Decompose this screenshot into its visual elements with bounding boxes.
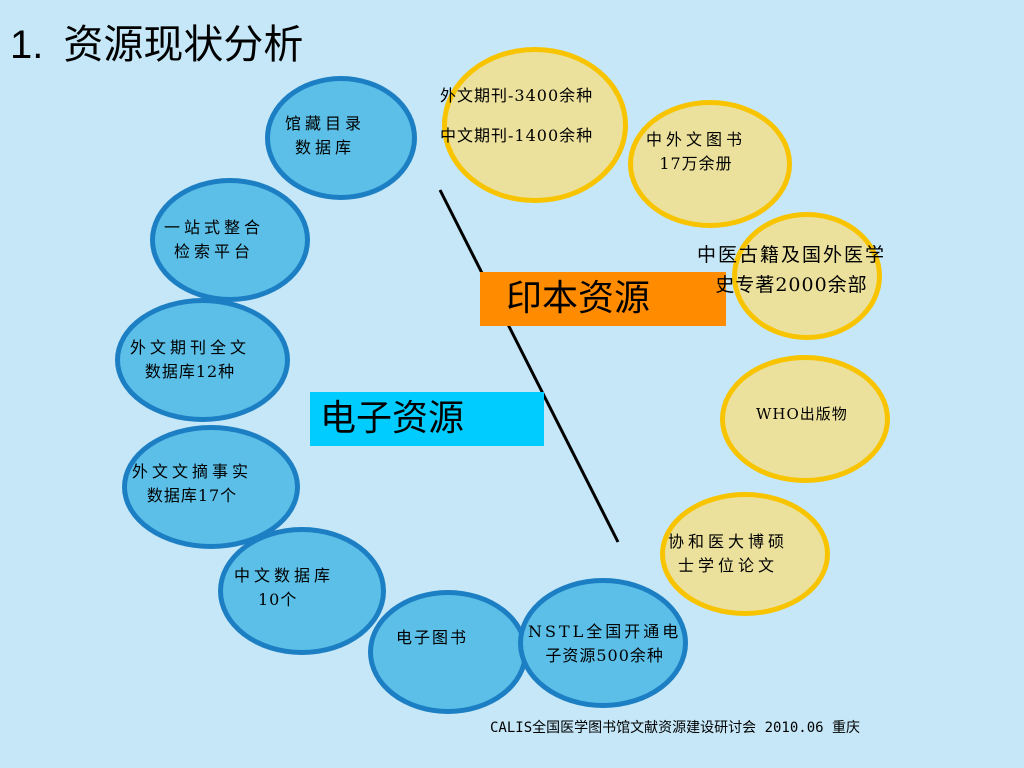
electronic-resources-box: 电子资源 <box>310 392 544 446</box>
electronic-resources-label: 电子资源 <box>320 398 465 439</box>
electronic-ellipse-search <box>150 178 310 302</box>
print-ellipse-journals <box>442 47 628 203</box>
electronic-label-ebooks: 电子图书 <box>396 628 469 647</box>
page-title: 1. 资源现状分析 <box>10 12 303 70</box>
print-label-tcm-books: 中医古籍及国外医学 史专著2000余部 <box>697 244 887 296</box>
print-ellipse-tcm-books <box>732 212 882 340</box>
print-label-books: 中外文图书 17万余册 <box>646 130 747 173</box>
print-ellipse-books <box>628 100 792 228</box>
electronic-ellipse-ebooks <box>368 590 528 714</box>
electronic-label-search: 一站式整合 检索平台 <box>164 218 265 261</box>
print-label-journals: 外文期刊-3400余种 中文期刊-1400余种 <box>440 86 594 145</box>
electronic-label-catalog: 馆藏目录 数据库 <box>285 114 366 157</box>
electronic-label-chinese-db: 中文数据库 10个 <box>234 566 335 609</box>
electronic-label-abstract: 外文文摘事实 数据库17个 <box>132 462 253 505</box>
electronic-label-fulltext: 外文期刊全文 数据库12种 <box>130 338 251 381</box>
electronic-ellipse-chinese-db <box>218 527 386 655</box>
electronic-ellipse-nstl <box>518 578 688 708</box>
electronic-ellipse-abstract <box>122 425 300 549</box>
footer-text: CALIS全国医学图书馆文献资源建设研讨会 2010.06 重庆 <box>490 720 861 736</box>
title-text: 资源现状分析 <box>63 22 304 68</box>
print-ellipse-theses <box>660 492 830 616</box>
print-ellipse-who <box>720 355 890 483</box>
electronic-ellipse-catalog <box>265 76 417 200</box>
print-resources-box: 印本资源 <box>480 272 726 326</box>
section-number: 1. <box>10 23 44 67</box>
print-label-theses: 协和医大博硕 士学位论文 <box>668 532 789 575</box>
print-resources-label: 印本资源 <box>506 278 651 319</box>
print-label-who: WHO出版物 <box>756 405 848 423</box>
electronic-label-nstl: NSTL全国开通电 子资源500余种 <box>528 622 682 665</box>
electronic-ellipse-fulltext <box>115 298 290 422</box>
